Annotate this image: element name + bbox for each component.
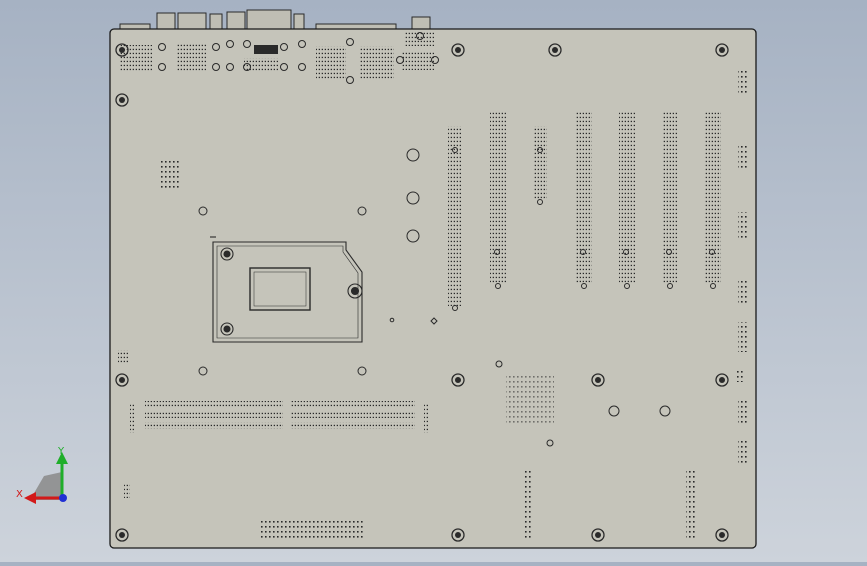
io-ring xyxy=(226,63,234,71)
mounting-hole xyxy=(548,43,562,57)
mounting-hole xyxy=(115,93,129,107)
mounting-hole xyxy=(715,373,729,387)
rear-io-pins xyxy=(120,32,434,80)
mounting-hole xyxy=(115,373,129,387)
mounting-hole xyxy=(591,373,605,387)
standoff-hole xyxy=(198,366,208,376)
io-ring xyxy=(346,76,354,84)
mounting-hole xyxy=(451,43,465,57)
io-ring xyxy=(298,40,306,48)
io-ring xyxy=(280,43,288,51)
cpu-socket xyxy=(210,236,363,343)
mounting-hole xyxy=(591,528,605,542)
io-ring xyxy=(396,56,404,64)
pcie-slot xyxy=(619,112,635,289)
motherboard-outline xyxy=(109,28,757,549)
io-ring xyxy=(416,32,424,40)
mounting-hole xyxy=(451,373,465,387)
io-ring xyxy=(212,43,220,51)
pcie-slot xyxy=(576,112,592,289)
io-ring xyxy=(158,43,166,51)
rear-io-rings xyxy=(158,32,439,84)
io-ring xyxy=(158,63,166,71)
io-ring xyxy=(243,63,251,71)
io-ring xyxy=(212,63,220,71)
io-ring xyxy=(280,63,288,71)
mounting-hole xyxy=(451,528,465,542)
pcie-slot xyxy=(490,112,506,289)
io-ring xyxy=(431,56,439,64)
io-ring xyxy=(346,38,354,46)
io-ring xyxy=(243,40,251,48)
board-components xyxy=(118,68,748,540)
standoff-hole xyxy=(198,206,208,216)
y-axis-label: Y xyxy=(57,446,65,457)
dimm-slots xyxy=(145,401,415,429)
mounting-hole xyxy=(115,528,129,542)
pcie-slot xyxy=(448,126,462,311)
pcie-slot xyxy=(662,112,678,289)
io-ring xyxy=(226,40,234,48)
x-axis-label: X xyxy=(16,489,23,500)
coordinate-triad: X Y xyxy=(16,446,68,504)
mounting-hole xyxy=(715,528,729,542)
expansion-slots xyxy=(448,112,721,311)
pcie-slot xyxy=(705,112,721,289)
rear-io-shield xyxy=(119,9,431,31)
mounting-hole xyxy=(715,43,729,57)
io-ring xyxy=(298,63,306,71)
standoff-hole xyxy=(357,366,367,376)
standoff-hole xyxy=(357,206,367,216)
pcie-slot xyxy=(533,126,547,205)
